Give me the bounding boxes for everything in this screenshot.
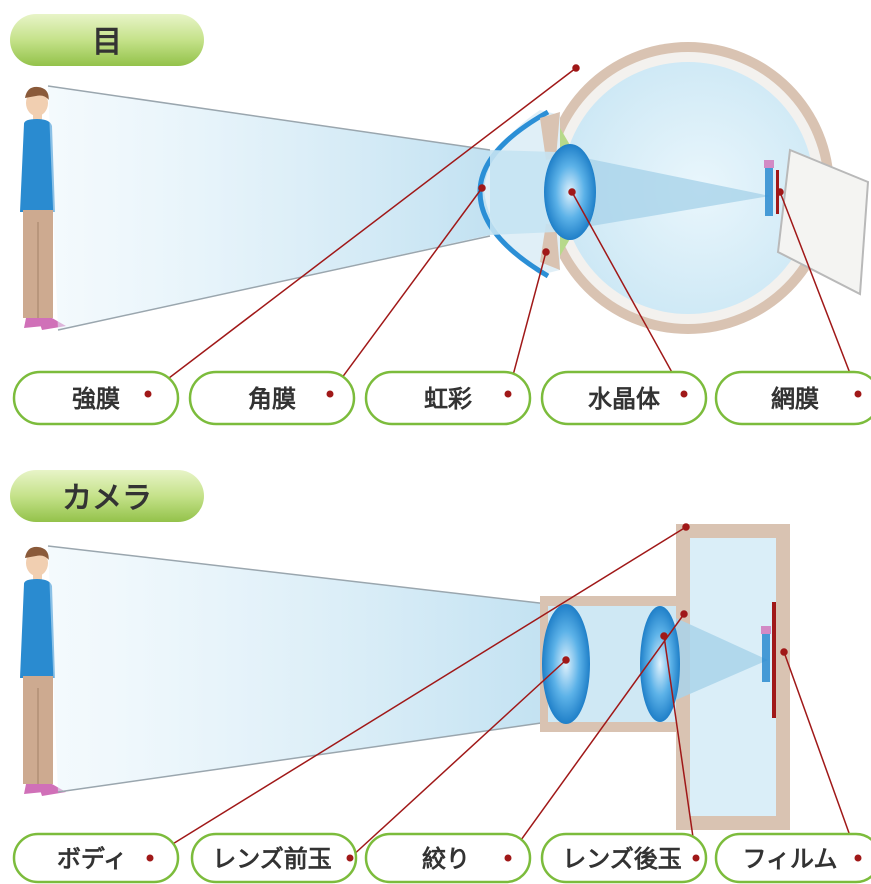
camera-section: カメラ (10, 470, 871, 884)
person-figure-camera (20, 546, 66, 796)
eye-leader-lines (147, 64, 859, 395)
eye-header-bg (10, 14, 204, 66)
eye-section: 目 (10, 14, 871, 426)
label-front-lens: レンズ前玉 (190, 832, 358, 884)
camera-labels: ボディ レンズ前玉 絞り レンズ後玉 フィルム (12, 832, 871, 884)
svg-text:フィルム: フィルム (742, 845, 837, 873)
svg-text:レンズ前玉: レンズ前玉 (212, 845, 332, 873)
label-retina: 網膜 (714, 370, 871, 426)
rear-lens-element (640, 606, 680, 722)
aperture-bottom (676, 700, 690, 720)
camera-sight-line-top (47, 545, 549, 605)
film (772, 602, 776, 718)
retina-image (765, 168, 773, 216)
label-film: フィルム (714, 832, 871, 884)
svg-text:網膜: 網膜 (771, 385, 819, 413)
camera-sight-line-bottom (57, 721, 549, 793)
svg-text:虹彩: 虹彩 (424, 385, 472, 413)
camera-header-title: カメラ (62, 481, 152, 516)
eye-labels: 強膜 角膜 虹彩 水晶体 網膜 (12, 370, 871, 426)
eye-header: 目 (10, 14, 204, 66)
label-sclera: 強膜 (12, 370, 180, 426)
svg-text:レンズ後玉: レンズ後玉 (562, 845, 682, 873)
eye-sight-line-bottom (57, 235, 491, 331)
camera-light-beam (48, 546, 548, 792)
front-lens-element (542, 604, 590, 724)
label-crystalline-lens: 水晶体 (540, 370, 708, 426)
optic-nerve (776, 148, 870, 296)
svg-text:ボディ: ボディ (57, 845, 127, 873)
label-aperture: 絞り (364, 832, 532, 884)
svg-text:強膜: 強膜 (72, 385, 120, 413)
label-iris: 虹彩 (364, 370, 532, 426)
svg-text:角膜: 角膜 (248, 385, 296, 413)
eyeball (477, 42, 870, 334)
eye-sight-line-top (47, 85, 491, 151)
cornea (477, 109, 550, 279)
eye-light-beam (48, 86, 490, 330)
eye-header-title: 目 (92, 25, 122, 60)
label-body: ボディ (12, 832, 180, 884)
camera-leader-lines (149, 523, 859, 859)
camera-header-bg (10, 470, 204, 522)
camera-focus-cone (676, 618, 768, 700)
svg-text:絞り: 絞り (422, 845, 470, 873)
label-rear-lens: レンズ後玉 (540, 832, 708, 884)
iris-top (540, 112, 560, 160)
eye-focus-cone (556, 152, 770, 232)
label-cornea: 角膜 (188, 370, 356, 426)
camera-body (540, 524, 790, 830)
camera-header: カメラ (10, 470, 204, 522)
film-image (762, 634, 770, 682)
svg-text:水晶体: 水晶体 (588, 385, 661, 413)
